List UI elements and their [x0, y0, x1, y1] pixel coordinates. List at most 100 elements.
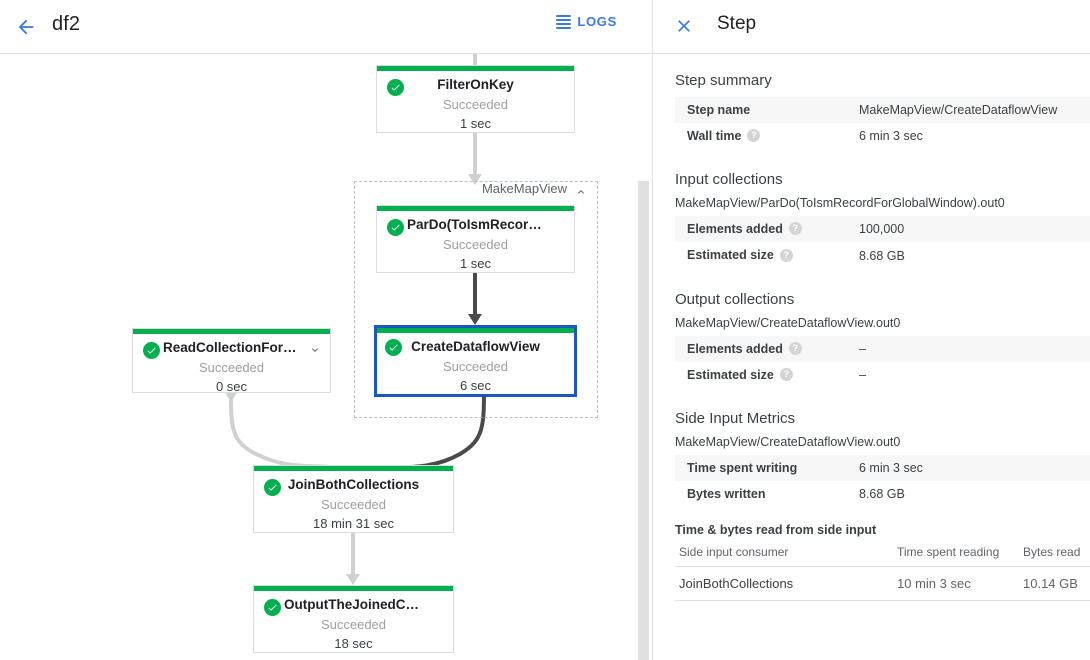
logs-button-label: LOGS [577, 14, 617, 29]
graph-node-joinbothcollections[interactable]: JoinBothCollections Succeeded 18 min 31 … [253, 465, 454, 533]
graph-node-pardo-toismrecord[interactable]: ParDo(ToIsmRecordFor… Succeeded 1 sec [376, 205, 575, 273]
node-status-bar [377, 206, 574, 211]
node-duration: 1 sec [459, 116, 492, 131]
side-input-metrics-table: Time spent writing 6 min 3 sec Bytes wri… [675, 455, 1090, 507]
node-status-bar [254, 586, 453, 591]
logs-button[interactable]: LOGS [556, 14, 617, 29]
node-status-bar [254, 466, 453, 471]
step-panel-body: Step summary Step name MakeMapView/Creat… [653, 54, 1090, 660]
node-name: OutputTheJoinedCollec… [284, 597, 450, 612]
row-value: 8.68 GB [859, 487, 905, 502]
table-row: Estimated size? – [675, 362, 1090, 388]
input-collections-table: Elements added? 100,000 Estimated size? … [675, 216, 1090, 268]
logs-list-icon [556, 14, 572, 29]
table-row: Bytes written 8.68 GB [675, 481, 1090, 507]
help-icon[interactable]: ? [747, 129, 761, 143]
node-status: Succeeded [320, 617, 387, 632]
chevron-down-icon[interactable] [309, 343, 321, 355]
graph-node-readcollectionforjoin[interactable]: ReadCollectionForJoin Succeeded 0 sec [132, 328, 331, 394]
node-status-bar [377, 66, 574, 71]
table-row: Elements added? 100,000 [675, 216, 1090, 243]
row-value: – [859, 367, 866, 382]
graph-node-filteronkey[interactable]: FilterOnKey Succeeded 1 sec [376, 65, 575, 133]
node-status-bar [377, 328, 574, 333]
row-key: Elements added? [675, 336, 847, 362]
section-heading-side-input-read: Time & bytes read from side input [675, 523, 877, 538]
step-details-panel: Step Step summary Step name MakeMapView/… [653, 0, 1090, 660]
section-heading-output-collections: Output collections [675, 290, 795, 308]
arrow-back-icon[interactable] [10, 11, 42, 43]
row-key-text: Bytes written [687, 487, 766, 502]
check-circle-icon [387, 79, 404, 96]
column-header-side-input-consumer: Side input consumer [675, 541, 893, 568]
row-value: 8.68 GB [859, 248, 905, 263]
side-input-read-table: Side input consumer Time spent reading B… [675, 541, 1090, 602]
row-value: 6 min 3 sec [859, 129, 923, 144]
section-heading-input-collections: Input collections [675, 171, 783, 189]
graph-scrollbar-track[interactable] [638, 54, 651, 660]
node-status: Succeeded [442, 359, 509, 374]
table-row: JoinBothCollections 10 min 3 sec 10.14 G… [675, 566, 1090, 602]
check-circle-icon [387, 219, 404, 236]
row-key-text: Wall time [687, 129, 742, 143]
node-duration: 1 sec [459, 256, 492, 271]
node-duration: 18 sec [334, 636, 373, 651]
step-panel-header: Step [653, 0, 1090, 54]
job-graph-canvas[interactable]: MakeMapView FilterOnKey Succeeded 1 sec [0, 54, 652, 660]
row-value: 6 min 3 sec [859, 461, 923, 476]
section-heading-side-input-metrics: Side Input Metrics [675, 410, 796, 428]
column-header-bytes-read: Bytes read [1019, 541, 1090, 568]
row-key: Elements added? [675, 216, 847, 242]
row-key: Step name [675, 97, 847, 123]
side-input-collection-name: MakeMapView/CreateDataflowView.out0 [675, 435, 901, 450]
table-row: Wall time? 6 min 3 sec [675, 123, 1090, 149]
row-key: Bytes written [675, 481, 847, 507]
node-status-bar [133, 329, 330, 334]
table-row: Elements added? – [675, 335, 1090, 362]
row-key: Estimated size? [675, 362, 847, 388]
check-circle-icon [264, 599, 281, 616]
chevron-up-icon[interactable] [575, 185, 587, 197]
input-collection-name: MakeMapView/ParDo(ToIsmRecordForGlobalWi… [675, 196, 1005, 211]
cell-bytes-read: 10.14 GB [1019, 566, 1090, 602]
node-duration: 6 sec [459, 378, 492, 393]
node-name: ParDo(ToIsmRecordFor… [407, 217, 572, 232]
node-status: Succeeded [442, 237, 509, 252]
help-icon[interactable]: ? [788, 222, 802, 236]
node-name: JoinBothCollections [287, 477, 420, 492]
column-header-time-spent-reading: Time spent reading [893, 541, 1019, 568]
node-name: CreateDataflowView [411, 339, 540, 354]
cell-side-input-consumer: JoinBothCollections [675, 566, 893, 602]
row-key-text: Step name [687, 103, 751, 117]
row-value: MakeMapView/CreateDataflowView [859, 103, 1058, 117]
row-key-text: Estimated size [687, 248, 774, 263]
table-row: Step name MakeMapView/CreateDataflowView [675, 97, 1090, 123]
output-collections-table: Elements added? – Estimated size? – [675, 335, 1090, 388]
composite-group-label: MakeMapView [481, 181, 567, 196]
check-circle-icon [143, 342, 160, 359]
step-panel-title: Step [717, 13, 757, 34]
help-icon[interactable]: ? [779, 248, 793, 262]
graph-node-outputthejoinedcollection[interactable]: OutputTheJoinedCollec… Succeeded 18 sec [253, 585, 454, 653]
cell-time-spent-reading: 10 min 3 sec [893, 566, 1019, 602]
row-key: Wall time? [675, 123, 847, 149]
panel-divider [652, 0, 653, 660]
help-icon[interactable]: ? [779, 368, 793, 382]
step-summary-table: Step name MakeMapView/CreateDataflowView… [675, 97, 1090, 149]
node-status: Succeeded [198, 360, 265, 375]
table-row: Estimated size? 8.68 GB [675, 242, 1090, 268]
graph-node-createdataflowview[interactable]: CreateDataflowView Succeeded 6 sec [374, 325, 577, 397]
row-key: Time spent writing [675, 455, 847, 481]
output-collection-name: MakeMapView/CreateDataflowView.out0 [675, 315, 901, 330]
node-status: Succeeded [442, 97, 509, 112]
help-icon[interactable]: ? [788, 341, 802, 355]
node-duration: 18 min 31 sec [313, 516, 394, 531]
composite-group-makemapview[interactable]: MakeMapView [354, 181, 598, 418]
table-row: Time spent writing 6 min 3 sec [675, 455, 1090, 482]
row-value: 100,000 [859, 222, 905, 237]
close-icon[interactable] [669, 11, 699, 41]
check-circle-icon [264, 479, 281, 496]
graph-scrollbar-thumb[interactable] [638, 181, 649, 660]
row-key: Estimated size? [675, 242, 847, 268]
